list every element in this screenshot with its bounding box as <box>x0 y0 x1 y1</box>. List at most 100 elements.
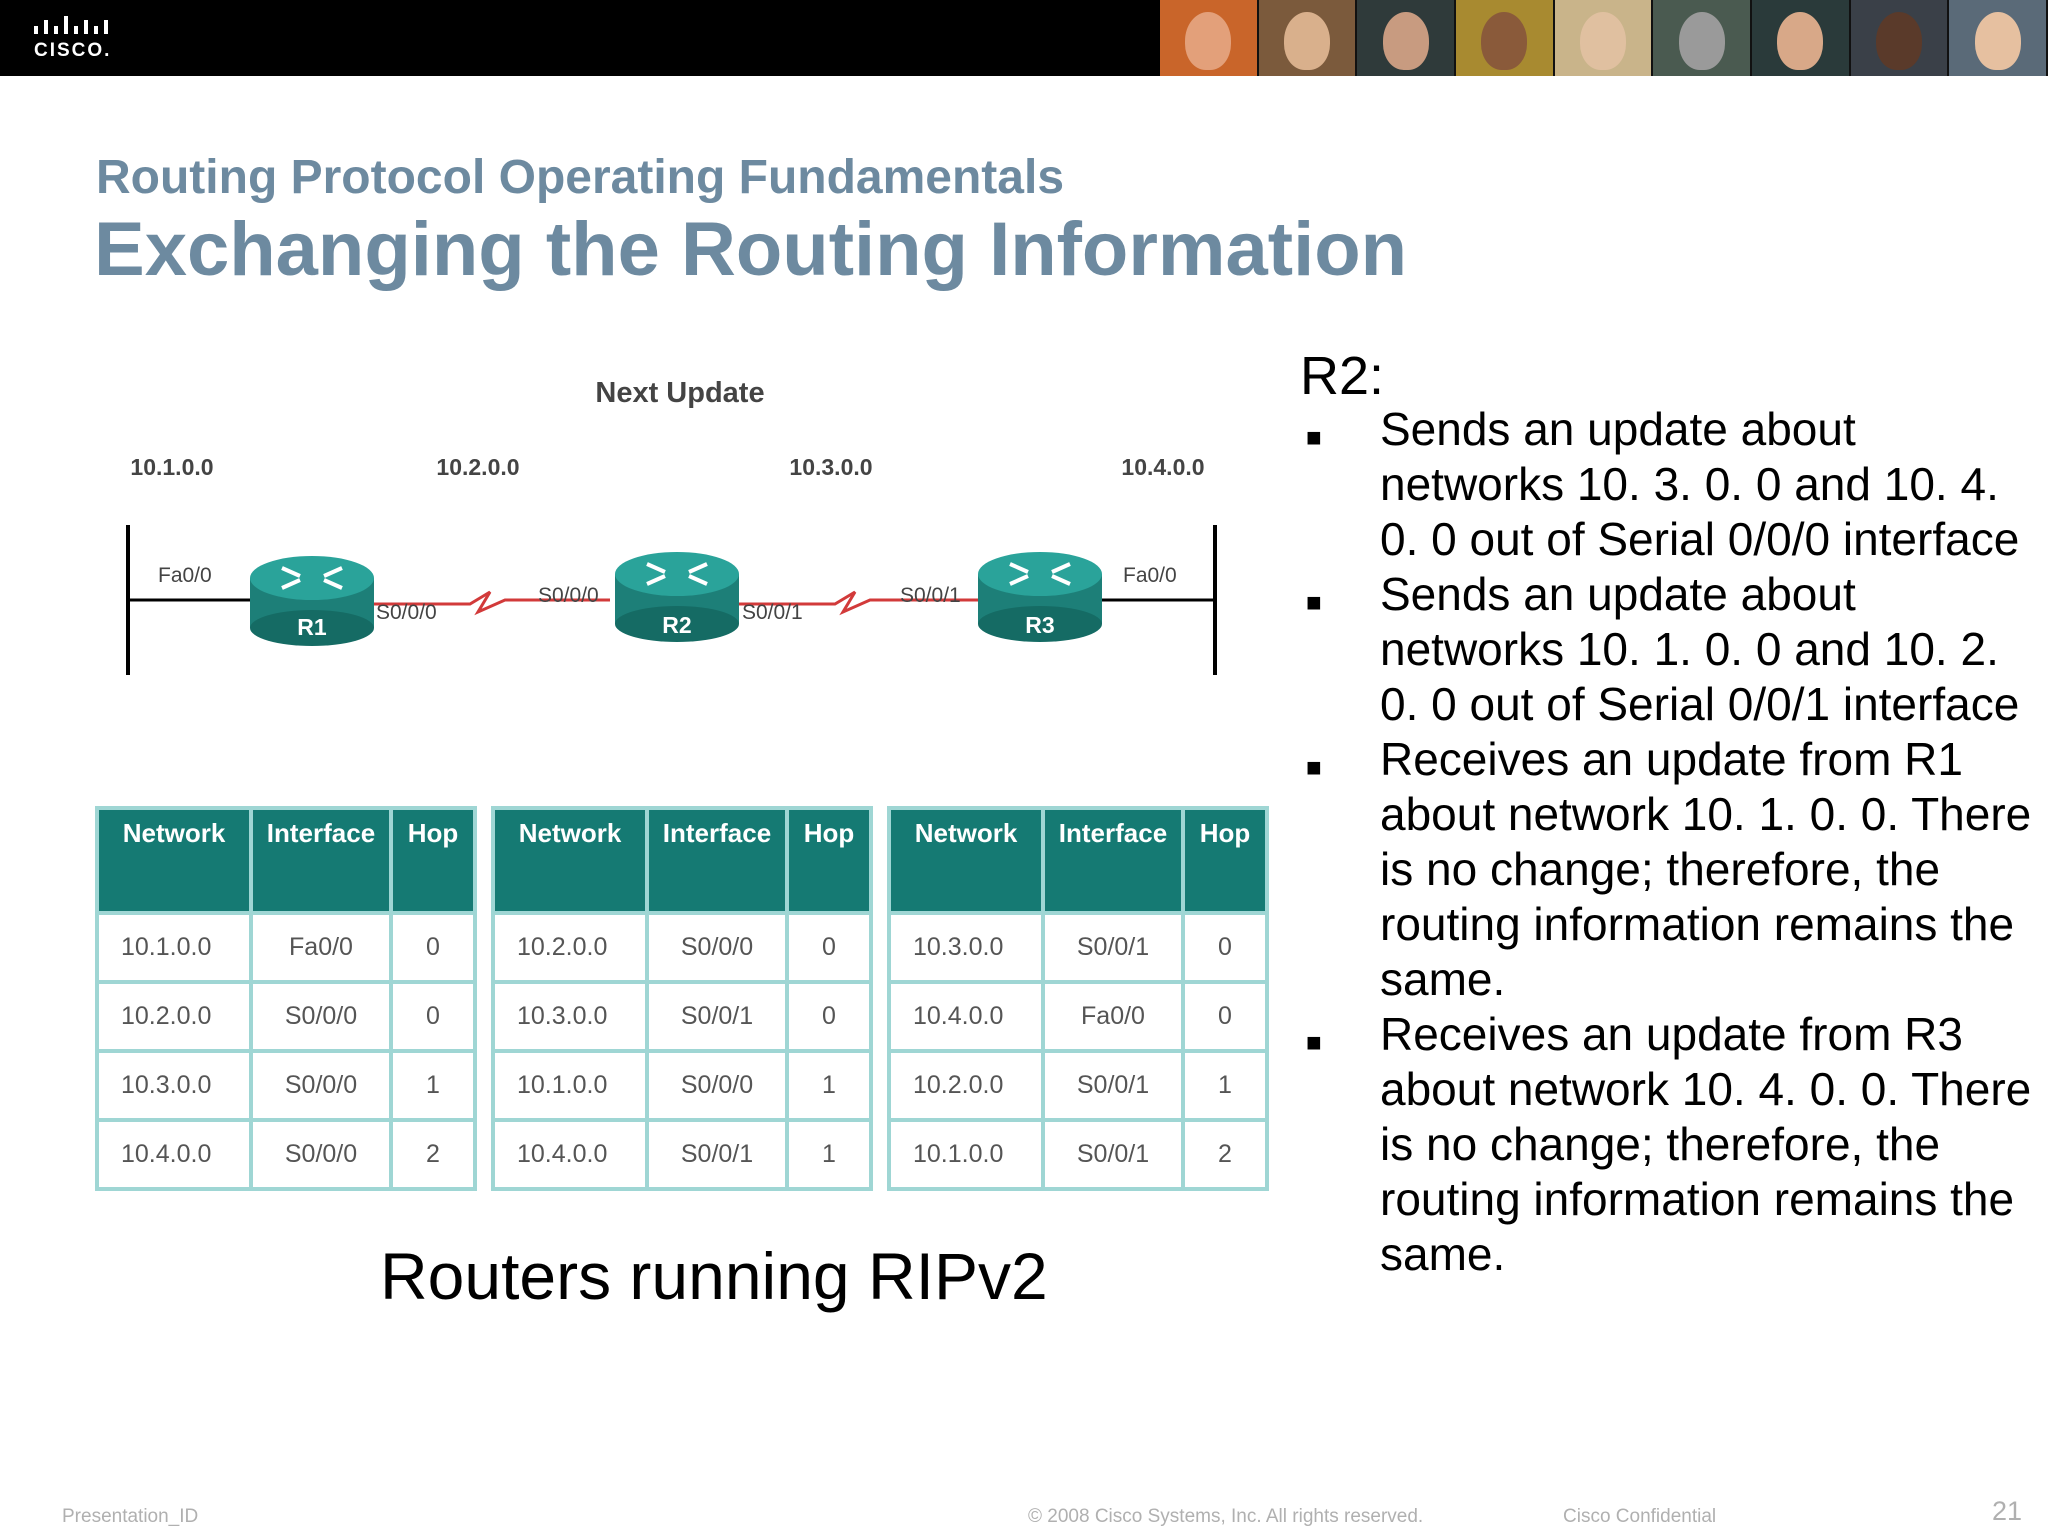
photo-tile <box>1653 0 1753 76</box>
network-diagram: Next Update 10.1.0.0 10.2.0.0 10.3.0.0 1… <box>126 377 1217 675</box>
notes-heading: R2: <box>1300 346 1385 406</box>
photo-tile <box>1554 0 1654 76</box>
footer-copyright: © 2008 Cisco Systems, Inc. All rights re… <box>1028 1506 1424 1527</box>
column-header: Network <box>891 810 1041 911</box>
cell-interface: Fa0/0 <box>253 915 389 980</box>
table-header-row: Network Interface Hop <box>495 810 869 911</box>
routing-table-r3: Network Interface Hop 10.3.0.0 S0/0/1 0 … <box>887 806 1269 1191</box>
bullet-text: Sends an update about networks 10. 3. 0.… <box>1380 403 2020 565</box>
cell-interface: S0/0/1 <box>1045 1122 1181 1187</box>
cell-hop: 0 <box>1185 984 1265 1049</box>
cell-interface: S0/0/0 <box>253 984 389 1049</box>
photo-tile <box>1850 0 1950 76</box>
footer-presentation-id: Presentation_ID <box>62 1506 199 1527</box>
cell-interface: S0/0/1 <box>649 984 785 1049</box>
interface-label: S0/0/0 <box>376 601 437 624</box>
cell-hop: 0 <box>393 984 473 1049</box>
column-header: Network <box>99 810 249 911</box>
table-row: 10.2.0.0 S0/0/1 1 <box>891 1053 1265 1118</box>
column-header: Interface <box>649 810 785 911</box>
cell-hop: 0 <box>393 915 473 980</box>
router-label: R3 <box>1025 612 1054 638</box>
table-row: 10.3.0.0 S0/0/1 0 <box>495 984 869 1049</box>
column-header: Hop <box>393 810 473 911</box>
table-row: 10.3.0.0 S0/0/0 1 <box>99 1053 473 1118</box>
router-r3: R3 <box>978 552 1102 642</box>
cell-hop: 0 <box>789 984 869 1049</box>
router-r2: R2 <box>615 552 739 642</box>
cell-interface: S0/0/1 <box>1045 1053 1181 1118</box>
cell-network: 10.2.0.0 <box>495 915 645 980</box>
network-label: 10.4.0.0 <box>1121 454 1204 480</box>
top-banner: CISCO. <box>0 0 2048 76</box>
router-label: R2 <box>662 612 691 638</box>
cell-network: 10.3.0.0 <box>99 1053 249 1118</box>
slide-subtitle: Routing Protocol Operating Fundamentals <box>96 151 1065 204</box>
bullet-text: Receives an update from R1 about network… <box>1380 733 2032 1005</box>
cell-network: 10.3.0.0 <box>891 915 1041 980</box>
cell-hop: 1 <box>1185 1053 1265 1118</box>
cell-hop: 0 <box>789 915 869 980</box>
interface-label: S0/0/0 <box>538 584 599 607</box>
table-header-row: Network Interface Hop <box>99 810 473 911</box>
photo-tile <box>1357 0 1457 76</box>
photo-tile <box>1752 0 1851 76</box>
interface-label: Fa0/0 <box>158 564 212 587</box>
cell-interface: S0/0/0 <box>253 1122 389 1187</box>
square-bullet-icon: ■ <box>1306 1027 1322 1057</box>
cell-network: 10.1.0.0 <box>891 1122 1041 1187</box>
network-label: 10.2.0.0 <box>436 454 519 480</box>
serial-link-r1-r2 <box>372 590 610 616</box>
square-bullet-icon: ■ <box>1306 587 1322 617</box>
photo-tile <box>1160 0 1259 76</box>
bullet-text: Sends an update about networks 10. 1. 0.… <box>1380 568 2020 730</box>
cell-interface: S0/0/0 <box>649 915 785 980</box>
network-label: 10.3.0.0 <box>789 454 872 480</box>
list-item: ■Receives an update from R3 about networ… <box>1300 1007 2040 1282</box>
photo-strip <box>1160 0 2048 76</box>
cell-hop: 0 <box>1185 915 1265 980</box>
table-row: 10.4.0.0 S0/0/0 2 <box>99 1122 473 1187</box>
table-row: 10.1.0.0 Fa0/0 0 <box>99 915 473 980</box>
footer-confidential: Cisco Confidential <box>1563 1506 1717 1527</box>
cell-interface: S0/0/0 <box>253 1053 389 1118</box>
page-number: 21 <box>1991 1496 2022 1526</box>
cell-network: 10.2.0.0 <box>891 1053 1041 1118</box>
cell-interface: Fa0/0 <box>1045 984 1181 1049</box>
list-item: ■Receives an update from R1 about networ… <box>1300 732 2040 1007</box>
table-row: 10.1.0.0 S0/0/0 1 <box>495 1053 869 1118</box>
interface-label: S0/0/1 <box>742 601 803 624</box>
column-header: Network <box>495 810 645 911</box>
routing-table-r1: Network Interface Hop 10.1.0.0 Fa0/0 0 1… <box>95 806 477 1191</box>
table-row: 10.3.0.0 S0/0/1 0 <box>891 915 1265 980</box>
photo-tile <box>1949 0 2048 76</box>
interface-label: S0/0/1 <box>900 584 961 607</box>
table-row: 10.1.0.0 S0/0/1 2 <box>891 1122 1265 1187</box>
list-item: ■ Sends an update about networks 10. 1. 0… <box>1300 567 2040 732</box>
list-item: ■ Sends an update about networks 10. 3. 0… <box>1300 402 2040 567</box>
table-header-row: Network Interface Hop <box>891 810 1265 911</box>
cell-network: 10.4.0.0 <box>99 1122 249 1187</box>
cell-network: 10.1.0.0 <box>99 915 249 980</box>
column-header: Hop <box>1185 810 1265 911</box>
routing-table-r2: Network Interface Hop 10.2.0.0 S0/0/0 0 … <box>491 806 873 1191</box>
photo-tile <box>1456 0 1555 76</box>
cell-hop: 1 <box>393 1053 473 1118</box>
routing-tables: Network Interface Hop 10.1.0.0 Fa0/0 0 1… <box>95 806 1269 1191</box>
cell-hop: 2 <box>1185 1122 1265 1187</box>
router-r1: R1 <box>250 556 374 646</box>
notes-list: ■ Sends an update about networks 10. 3. 0… <box>1300 402 2040 1282</box>
diagram-caption: Routers running RIPv2 <box>380 1239 1048 1313</box>
cell-interface: S0/0/0 <box>649 1053 785 1118</box>
network-label: 10.1.0.0 <box>130 454 213 480</box>
table-row: 10.4.0.0 S0/0/1 1 <box>495 1122 869 1187</box>
photo-tile <box>1258 0 1358 76</box>
serial-link-r2-r3 <box>735 590 980 616</box>
cell-hop: 1 <box>789 1053 869 1118</box>
logo-wordmark: CISCO. <box>34 40 112 61</box>
cell-interface: S0/0/1 <box>1045 915 1181 980</box>
cell-network: 10.3.0.0 <box>495 984 645 1049</box>
interface-label: Fa0/0 <box>1123 564 1177 587</box>
column-header: Interface <box>1045 810 1181 911</box>
square-bullet-icon: ■ <box>1306 422 1322 452</box>
